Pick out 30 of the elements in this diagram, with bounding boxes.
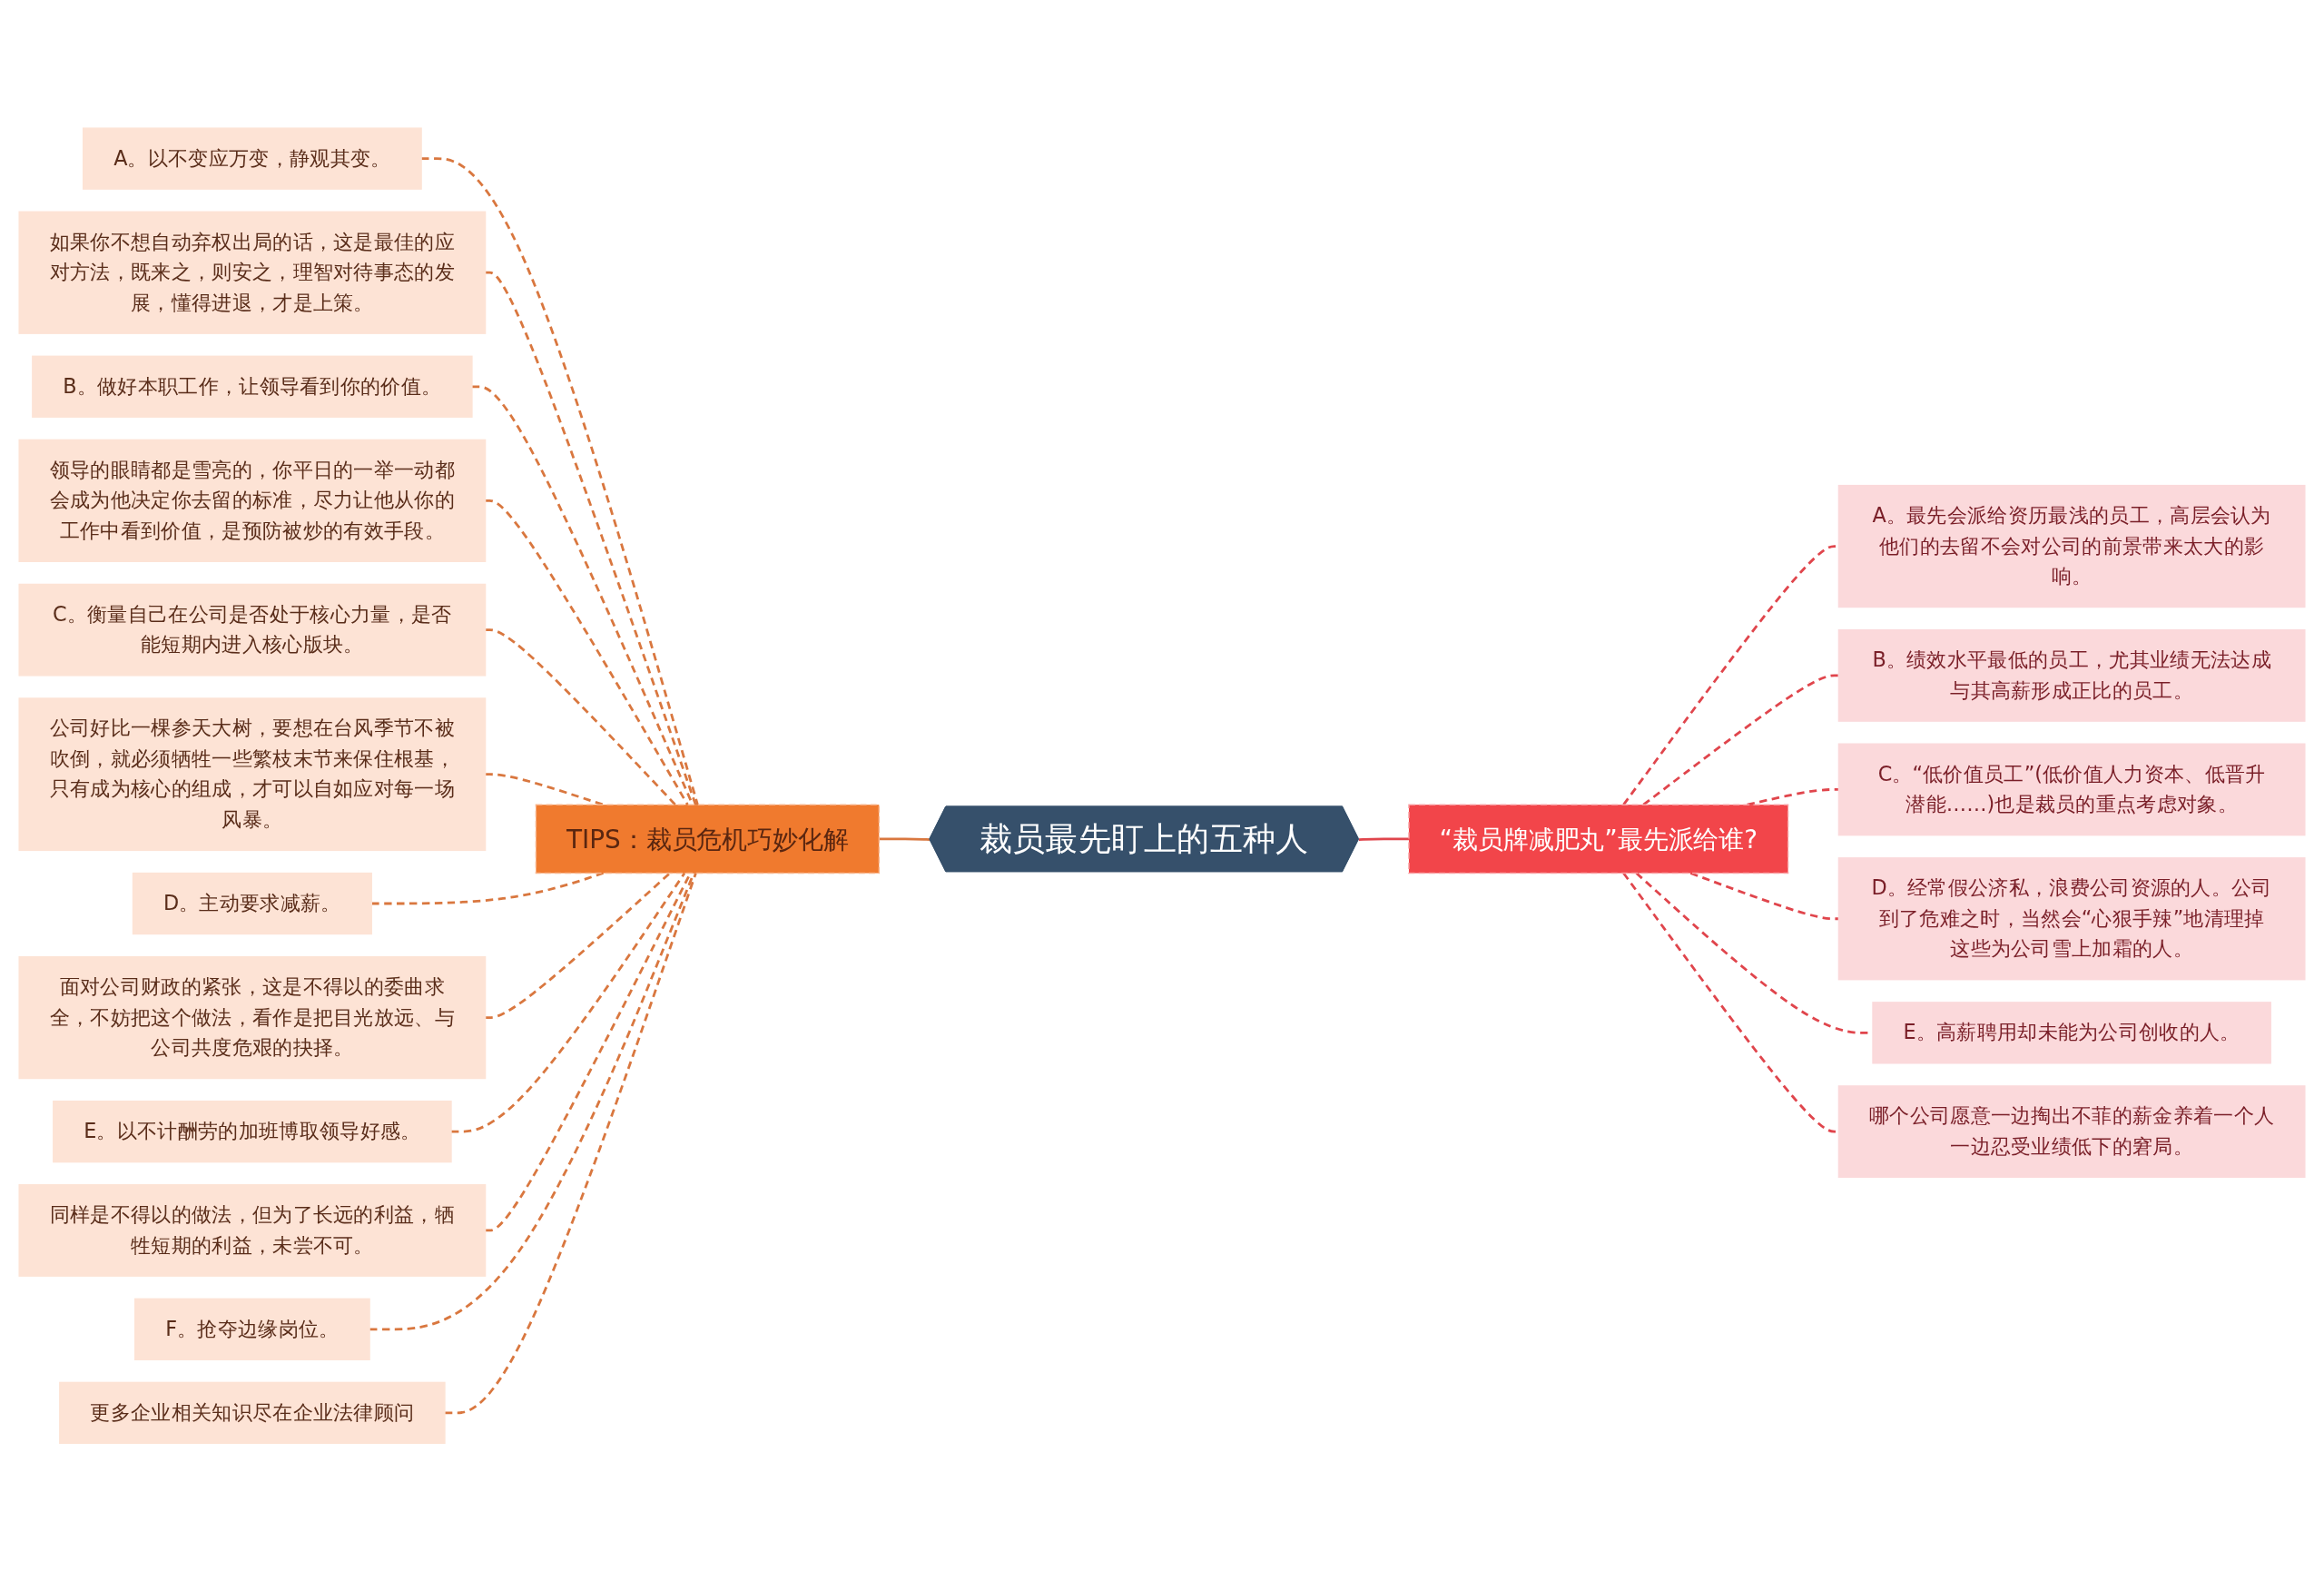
subtopic-box: E。高薪聘用却未能为公司创收的人。 xyxy=(1872,1001,2271,1064)
subtopic-box: E。以不计酬劳的加班博取领导好感。 xyxy=(53,1100,452,1163)
connector-line xyxy=(485,271,697,805)
branch-topic-box: TIPS：裁员危机巧妙化解 xyxy=(535,804,881,874)
subtopic-box: D。主动要求减薪。 xyxy=(132,872,372,934)
connector-line xyxy=(421,157,699,805)
connector-line xyxy=(485,872,671,1019)
subtopic-box: 如果你不想自动弃权出局的话，这是最佳的应对方法，既来之，则安之，理智对待事态的发展，懂得进退，才是上策。 xyxy=(18,211,487,334)
branch-topic-box: “裁员牌减肥丸”最先派给谁? xyxy=(1408,804,1789,874)
subtopic-box: 更多企业相关知识尽在企业法律顾问 xyxy=(59,1381,446,1444)
subtopic-box: 面对公司财政的紧张，这是不得以的委曲求全，不妨把这个做法，看作是把目光放远、与公司共度危艰的抉择。 xyxy=(18,955,487,1079)
central-topic-hexagon: 裁员最先盯上的五种人 xyxy=(929,805,1359,872)
subtopic-box: A。最先会派给资历最浅的员工，高层会认为他们的去留不会对公司的前景带来太大的影响。 xyxy=(1837,484,2306,608)
subtopic-box: 领导的眼睛都是雪亮的，你平日的一举一动都会成为他决定你去留的标准，尽力让他从你的工作中看到价值，是预防被炒的有效手段。 xyxy=(18,439,487,562)
connector-line xyxy=(451,872,686,1133)
connector-line xyxy=(1358,837,1409,841)
subtopic-box: 公司好比一棵参天大树，要想在台风季节不被吹倒，就必须牺牲一些繁枝末节来保住根基，只有成为核心的组成，才可以自如应对每一场风暴。 xyxy=(18,697,487,851)
connector-line xyxy=(879,837,931,841)
subtopic-box: B。绩效水平最低的员工，尤其业绩无法达成与其高薪形成正比的员工。 xyxy=(1837,628,2306,722)
subtopic-box: 哪个公司愿意一边掏出不菲的薪金养着一个人一边忍受业绩低下的窘局。 xyxy=(1837,1084,2306,1178)
connector-line xyxy=(485,499,689,805)
connector-line xyxy=(444,872,697,1414)
subtopic-box: C。“低价值员工”(低价值人力资本、低晋升潜能……)也是裁员的重点考虑对象。 xyxy=(1837,743,2306,836)
subtopic-box: D。经常假公济私，浪费公司资源的人。公司到了危难之时，当然会“心狠手辣”地清理掉这些为公司雪上加霜的人。 xyxy=(1837,856,2306,981)
subtopic-box: 同样是不得以的做法，但为了长远的利益，牺牲短期的利益，未尝不可。 xyxy=(18,1183,487,1277)
subtopic-box: A。以不变应万变，静观其变。 xyxy=(82,127,422,190)
connector-line xyxy=(485,628,676,805)
subtopic-box: C。衡量自己在公司是否处于核心力量，是否能短期内进入核心版块。 xyxy=(18,583,487,677)
subtopic-box: F。抢夺边缘岗位。 xyxy=(134,1298,370,1360)
subtopic-box: B。做好本职工作，让领导看到你的价值。 xyxy=(32,355,473,418)
